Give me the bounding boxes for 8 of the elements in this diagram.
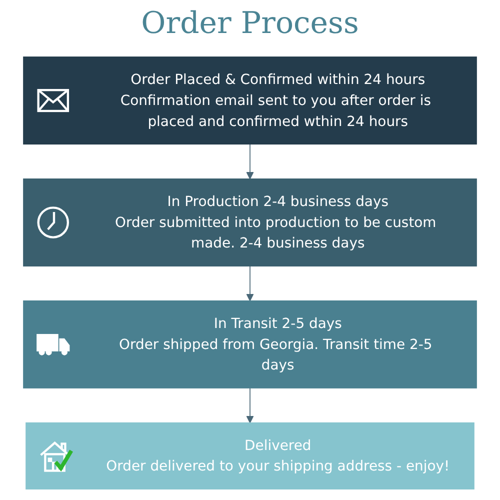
- arrow: [246, 388, 254, 424]
- node-box: In Production 2-4 business days Order submitted into production to be custom made. 2-4 business days: [23, 178, 477, 266]
- title: Order Process: [140, 5, 360, 43]
- node-box: Delivered Order delivered to your shipping address - enjoy!: [26, 422, 474, 490]
- node-box: Order Placed & Confirmed within 24 hours Confirmation email sent to you after order is placed and confirmed wthin 24 hours: [23, 56, 477, 145]
- arrow: [246, 144, 254, 180]
- node-box: In Transit 2-5 days Order shipped from Georgia. Transit time 2-5 days: [23, 300, 477, 388]
- arrow: [246, 266, 254, 302]
